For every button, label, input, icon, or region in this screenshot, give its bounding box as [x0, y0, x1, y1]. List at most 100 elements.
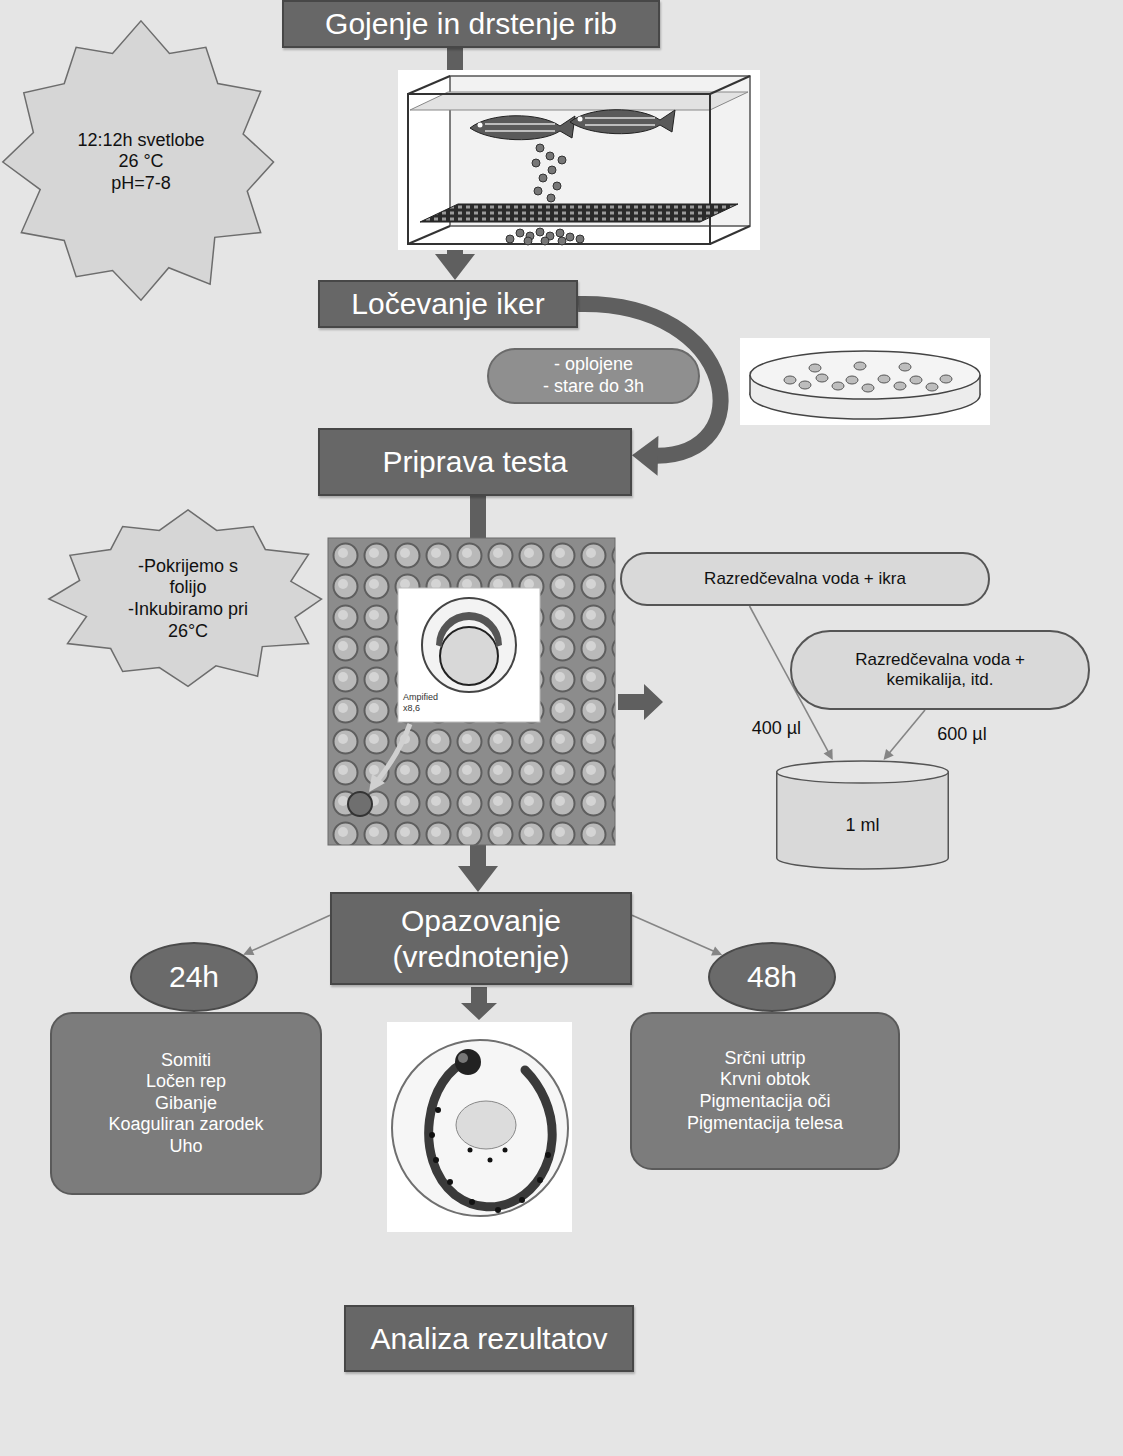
node-text: -Pokrijemo s folijo: [118, 556, 258, 599]
aquarium-illustration-part: [398, 70, 760, 250]
petri-dish-illustration-part-part: [926, 383, 938, 391]
aquarium-illustration-part-part: [534, 187, 542, 195]
star-shape: [49, 510, 322, 687]
node-text: Ločen rep: [108, 1071, 263, 1093]
petri-dish-illustration-part-part: [799, 381, 811, 389]
aquarium-illustration-part: [485, 124, 555, 131]
petri-dish-illustration-part-part: [899, 363, 911, 371]
cylinder-top: [777, 761, 949, 783]
embryo-photo-part-part: [537, 1177, 543, 1183]
aquarium-illustration-part-part: [536, 228, 544, 236]
condition-star: 12:12h svetlobe26 °CpH=7-8: [0, 18, 282, 306]
well-plate-photo: [328, 538, 615, 845]
embryo-photo-part-part: [433, 1157, 439, 1163]
process-box: Priprava testa: [318, 428, 632, 496]
text-group: -Pokrijemo s folijo-Inkubiramo pri 26°C: [118, 556, 258, 642]
aquarium-illustration-part: [470, 116, 575, 140]
star-shape: [3, 21, 274, 300]
process-box: Analiza rezultatov: [344, 1305, 634, 1372]
text-group: SomitiLočen repGibanjeKoaguliran zarodek…: [108, 1050, 263, 1158]
volume-label: 600 µl: [934, 724, 989, 746]
arrow-head: [435, 254, 475, 280]
text-group: Razredčevalna voda + ikra: [704, 569, 906, 589]
node-text: Analiza rezultatov: [371, 1321, 608, 1357]
criteria-pill: - oplojene- stare do 3h: [487, 348, 700, 404]
time-ellipse: 48h: [708, 942, 836, 1012]
embryo-photo-part: [392, 1040, 568, 1216]
embryo-photo: [387, 1022, 572, 1232]
node-text: Srčni utrip: [687, 1048, 843, 1070]
solution-pill: Razredčevalna voda + ikra: [620, 552, 990, 606]
node-text: Razredčevalna voda + ikra: [704, 569, 906, 589]
volume-label: 400 µl: [749, 718, 804, 740]
embryo-photo-part-part: [429, 1132, 435, 1138]
aquarium-illustration-part: [478, 123, 483, 128]
petri-dish-illustration-part-part: [784, 376, 796, 384]
connector-line: [251, 915, 330, 951]
aquarium-illustration-part: [420, 204, 738, 222]
thin-arrow-connector: [632, 915, 722, 955]
well-plate-photo-part: [328, 538, 615, 845]
block-arrow-part: [461, 987, 497, 1020]
arrow-head: [884, 749, 894, 760]
image-caption: Ampified: [403, 693, 438, 703]
node-text: Priprava testa: [382, 444, 567, 480]
aquarium-illustration-part-part: [548, 166, 556, 174]
thin-arrow-connector: [884, 710, 926, 760]
node-text: 12:12h svetlobe: [77, 130, 204, 152]
aquarium-illustration-part: [710, 76, 750, 94]
embryo-photo-part-part: [435, 1107, 441, 1113]
arrow-head: [632, 436, 658, 476]
embryo-photo-part-part: [503, 1148, 508, 1153]
text-group: Srčni utripKrvni obtokPigmentacija očiPi…: [687, 1048, 843, 1134]
node-text: 26 °C: [77, 151, 204, 173]
node-text: -Inkubiramo pri 26°C: [118, 599, 258, 642]
node-text: Razredčevalna voda + kemikalija, itd.: [820, 650, 1060, 691]
aquarium-illustration-part-part: [532, 159, 540, 167]
text-group: Analiza rezultatov: [371, 1321, 608, 1357]
node-text: Gojenje in drstenje rib: [325, 6, 617, 42]
text-group: Opazovanje (vrednotenje): [340, 903, 622, 975]
block-arrow-part: [618, 684, 663, 720]
well-plate-photo-part: [422, 598, 516, 692]
node-text: - stare do 3h: [543, 376, 644, 398]
embryo-photo-part: [429, 1107, 551, 1213]
cylinder-outline: [775, 760, 950, 870]
aquarium-illustration-part: [585, 118, 655, 125]
petri-dish-illustration-part-part: [940, 375, 952, 383]
aquarium-illustration-part-part: [558, 156, 566, 164]
well-plate-photo-part: [398, 588, 540, 722]
condition-star: -Pokrijemo s folijo-Inkubiramo pri 26°C: [46, 508, 330, 690]
aquarium-illustration-part: [570, 110, 675, 134]
node-text: Pigmentacija telesa: [687, 1113, 843, 1135]
node-text: Uho: [108, 1136, 263, 1158]
aquarium-illustration-part-part: [553, 182, 561, 190]
node-text: 24h: [169, 959, 219, 995]
embryo-photo-part-part: [488, 1158, 493, 1163]
well-plate-photo-part: [436, 612, 502, 647]
node-text: Opazovanje (vrednotenje): [340, 903, 622, 975]
well-plate-photo-part: [348, 792, 372, 816]
node-text: pH=7-8: [77, 173, 204, 195]
text-group: Gojenje in drstenje rib: [325, 6, 617, 42]
text-group: 48h: [747, 959, 797, 995]
thin-arrow-connector: [243, 915, 330, 955]
image-caption: x8,6: [403, 704, 420, 714]
aquarium-illustration-part-part: [536, 144, 544, 152]
edge-label-text: 400 µl: [749, 718, 804, 740]
petri-dish-illustration-part-part: [846, 376, 858, 384]
node-text: Pigmentacija oči: [687, 1091, 843, 1113]
connector-line: [632, 915, 714, 951]
petri-dish-illustration-part-part: [878, 375, 890, 383]
petri-dish-illustration-part-part: [854, 362, 866, 370]
connector-line: [889, 710, 925, 753]
aquarium-illustration-part: [710, 226, 750, 244]
well-plate-photo-part: [369, 774, 385, 792]
node-text: - oplojene: [543, 354, 644, 376]
embryo-photo-part-part: [545, 1152, 551, 1158]
aquarium-illustration-part-part: [546, 152, 554, 160]
aquarium-illustration-part-part: [576, 235, 584, 243]
text-group: 24h: [169, 959, 219, 995]
node-text: 1 ml: [845, 815, 879, 837]
